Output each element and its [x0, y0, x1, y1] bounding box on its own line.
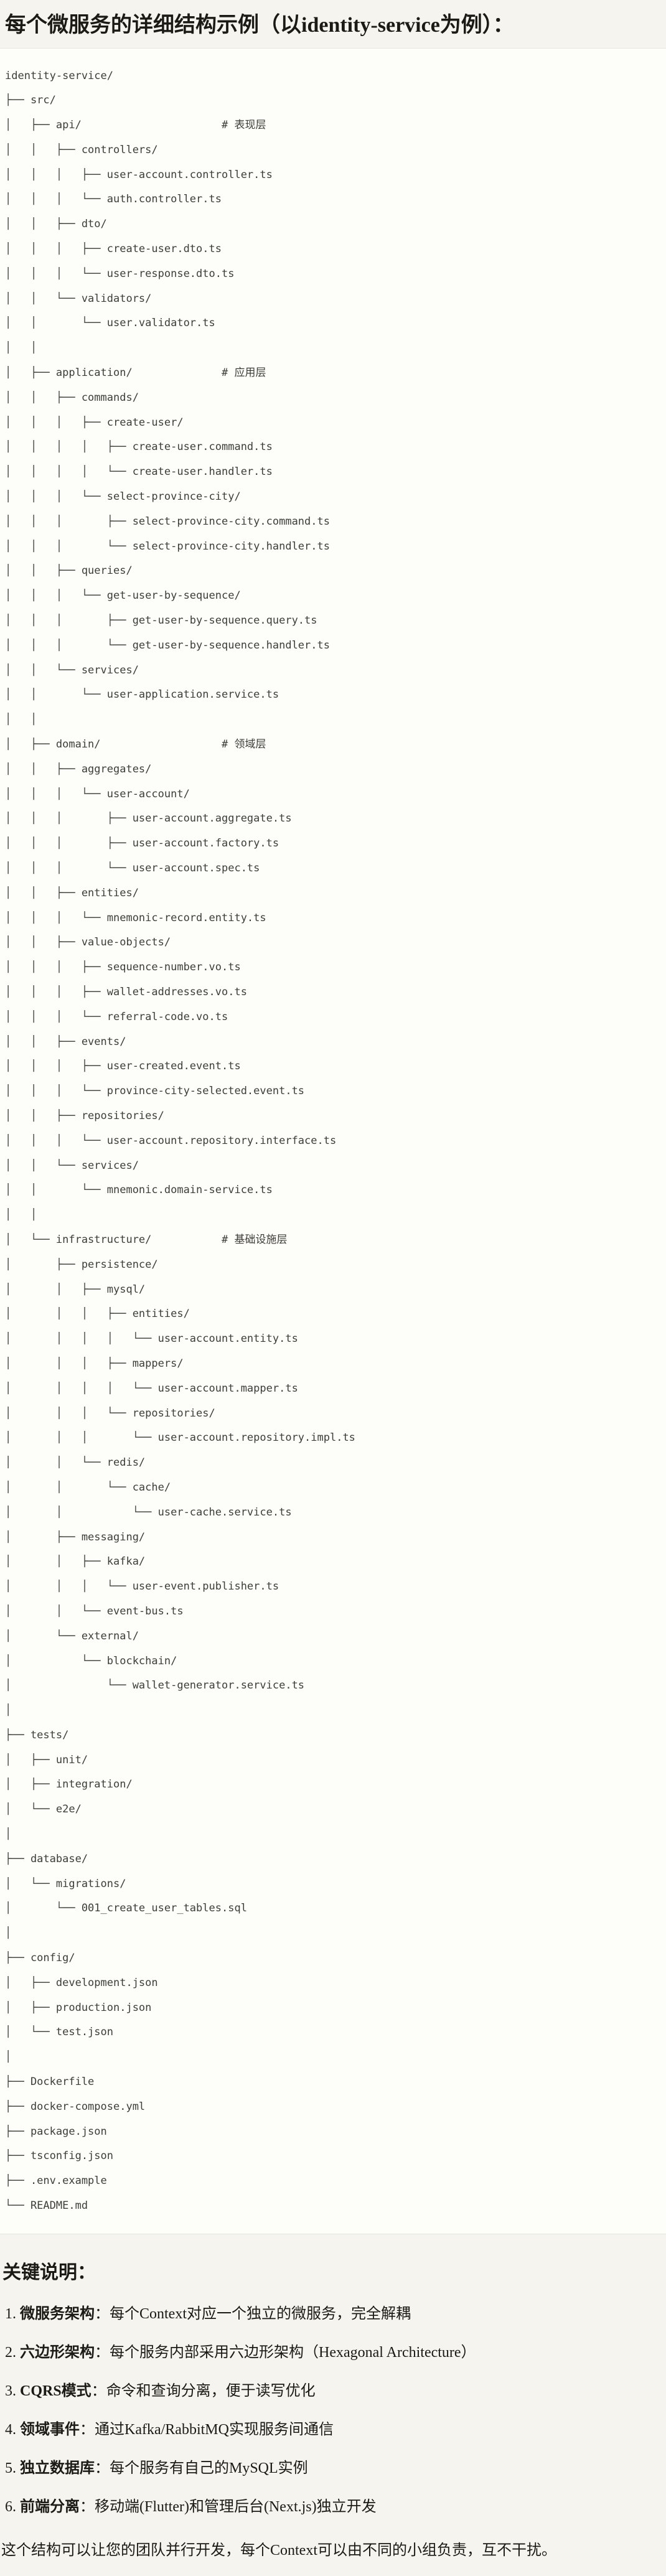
- note-text: 每个Context对应一个独立的微服务，完全解耦: [110, 2305, 411, 2322]
- note-colon: ：: [95, 2344, 110, 2361]
- note-label: 微服务架构: [20, 2305, 95, 2322]
- note-text: 移动端(Flutter)和管理后台(Next.js)独立开发: [95, 2498, 377, 2515]
- code-block: identity-service/ ├── src/ │ ├── api/ # …: [0, 47, 666, 2234]
- note-text: 命令和查询分离，便于读写优化: [106, 2382, 316, 2399]
- note-number: 2.: [5, 2344, 20, 2361]
- note-colon: ：: [95, 2305, 110, 2322]
- note-colon: ：: [95, 2460, 110, 2476]
- note-label: CQRS模式: [20, 2382, 91, 2399]
- note-number: 3.: [5, 2382, 20, 2399]
- note-number: 1.: [5, 2305, 20, 2322]
- note-label: 前端分离: [20, 2498, 80, 2515]
- notes-heading: 关键说明：: [2, 2262, 96, 2283]
- note-label: 六边形架构: [20, 2344, 95, 2361]
- note-text: 通过Kafka/RabbitMQ实现服务间通信: [95, 2421, 334, 2438]
- note-item-2: 2. 六边形架构：每个服务内部采用六边形架构（Hexagonal Archite…: [5, 2343, 660, 2363]
- note-label: 独立数据库: [20, 2460, 95, 2476]
- note-text: 每个服务内部采用六边形架构（Hexagonal Architecture）: [110, 2344, 476, 2361]
- note-colon: ：: [80, 2421, 95, 2438]
- note-colon: ：: [80, 2498, 95, 2515]
- note-number: 4.: [5, 2421, 20, 2438]
- note-label: 领域事件: [20, 2421, 80, 2438]
- note-item-3: 3. CQRS模式：命令和查询分离，便于读写优化: [5, 2381, 660, 2402]
- note-number: 5.: [5, 2460, 20, 2476]
- note-item-4: 4. 领域事件：通过Kafka/RabbitMQ实现服务间通信: [5, 2420, 660, 2440]
- note-item-5: 5. 独立数据库：每个服务有自己的MySQL实例: [5, 2458, 660, 2479]
- directory-tree: identity-service/ ├── src/ │ ├── api/ # …: [5, 69, 355, 2213]
- note-item-1: 1. 微服务架构：每个Context对应一个独立的微服务，完全解耦: [5, 2304, 660, 2325]
- closing-paragraph: 这个结构可以让您的团队并行开发，每个Context可以由不同的小组负责，互不干扰…: [1, 2542, 556, 2559]
- note-text: 每个服务有自己的MySQL实例: [110, 2460, 308, 2476]
- note-number: 6.: [5, 2498, 20, 2515]
- note-item-6: 6. 前端分离：移动端(Flutter)和管理后台(Next.js)独立开发: [5, 2497, 660, 2517]
- notes-section: 关键说明： 1. 微服务架构：每个Context对应一个独立的微服务，完全解耦 …: [0, 2234, 666, 2576]
- page-title: 每个微服务的详细结构示例（以identity-service为例）：: [5, 14, 514, 37]
- note-colon: ：: [91, 2382, 106, 2399]
